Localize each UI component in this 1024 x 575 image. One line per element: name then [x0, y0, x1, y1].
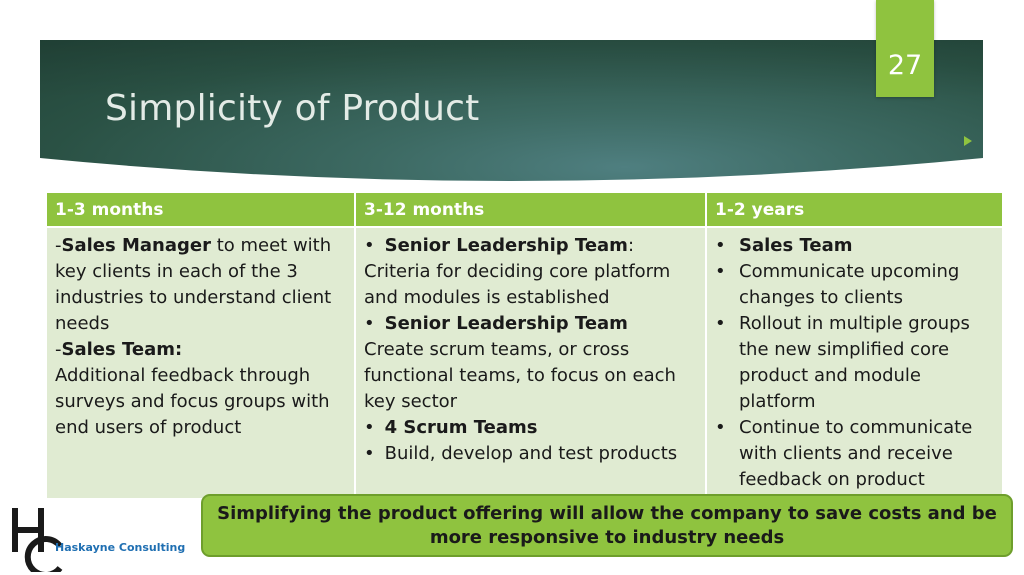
role-label: Sales Manager: [61, 235, 211, 256]
timeline-table: 1-3 months 3-12 months 1-2 years -Sales …: [47, 193, 1002, 498]
bullet-icon: •: [715, 235, 726, 256]
item-text: Rollout in multiple groups the new simpl…: [739, 313, 970, 412]
bullet-icon: •: [715, 417, 726, 438]
col3-bullet-1: • Sales Team: [715, 233, 994, 259]
cell-1-2-years: • Sales Team • Communicate upcoming change…: [706, 227, 1002, 498]
item-text: Create scrum teams, or cross functional …: [364, 339, 676, 412]
col1-item-1: -Sales Manager to meet with key clients …: [55, 233, 346, 337]
item-text: Criteria for deciding core platform and …: [364, 261, 671, 308]
cell-3-12-months: • Senior Leadership Team: Criteria for de…: [355, 227, 707, 498]
col2-bullet-3: • 4 Scrum Teams: [364, 415, 697, 441]
cell-1-3-months: -Sales Manager to meet with key clients …: [47, 227, 356, 498]
item-text: Communicate upcoming changes to clients: [739, 261, 960, 308]
bullet-icon: •: [364, 417, 375, 438]
item-text: Additional feedback through surveys and …: [55, 365, 330, 438]
company-name: Haskayne Consulting: [55, 541, 186, 554]
bullet-icon: •: [715, 261, 726, 282]
role-label: 4 Scrum Teams: [384, 417, 538, 438]
role-label: Sales Team:: [61, 339, 183, 360]
role-label: Senior Leadership Team: [384, 313, 628, 334]
table-row: -Sales Manager to meet with key clients …: [47, 227, 1002, 498]
colon: :: [627, 235, 635, 256]
bullet-icon: •: [715, 313, 726, 334]
role-label: Senior Leadership Team: [384, 235, 628, 256]
hc-monogram-icon: [12, 508, 63, 572]
bullet-icon: •: [364, 313, 375, 334]
dash-marker: -: [55, 235, 62, 256]
dash-marker: -: [55, 339, 62, 360]
summary-callout: Simplifying the product offering will al…: [201, 494, 1013, 557]
page-number: 27: [876, 0, 934, 97]
col2-bullet-2: • Senior Leadership Team: [364, 311, 697, 337]
bullet-icon: •: [364, 443, 375, 464]
bullet-icon: •: [364, 235, 375, 256]
role-label: Sales Team: [739, 235, 853, 256]
callout-text: Simplifying the product offering will al…: [217, 502, 997, 548]
item-text: Build, develop and test products: [384, 443, 678, 464]
title-banner: [40, 40, 983, 190]
col1-item-2: -Sales Team:: [55, 337, 346, 363]
col3-bullet-4: • Continue to communicate with clients an…: [715, 415, 994, 493]
table-header-row: 1-3 months 3-12 months 1-2 years: [47, 193, 1002, 228]
col2-bullet-4: • Build, develop and test products: [364, 441, 697, 467]
page-title: Simplicity of Product: [105, 88, 480, 129]
item-text: to meet with key clients in each of the …: [55, 235, 332, 334]
header-3-12-months: 3-12 months: [355, 193, 707, 228]
header-1-2-years: 1-2 years: [706, 193, 1002, 228]
item-text: Continue to communicate with clients and…: [739, 417, 973, 490]
col2-bullet-1: • Senior Leadership Team:: [364, 233, 697, 259]
header-1-3-months: 1-3 months: [47, 193, 356, 228]
play-arrow-icon: [964, 136, 972, 146]
col3-bullet-2: • Communicate upcoming changes to clients: [715, 259, 994, 311]
col3-bullet-3: • Rollout in multiple groups the new simp…: [715, 311, 994, 415]
